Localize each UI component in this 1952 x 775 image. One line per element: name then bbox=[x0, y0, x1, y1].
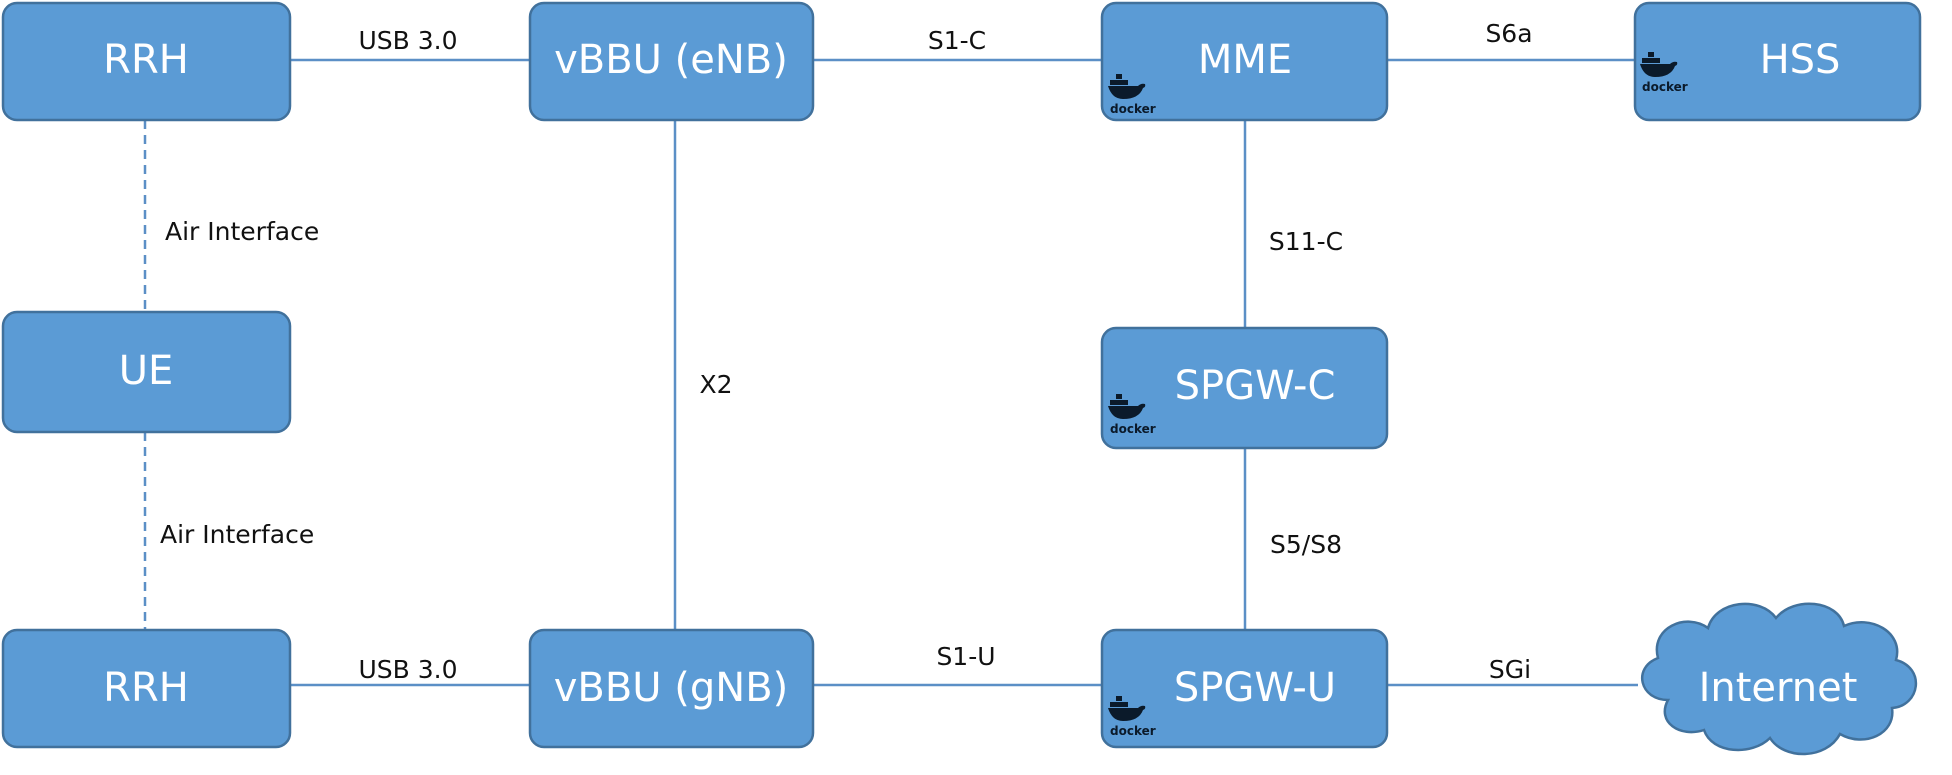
docker-logo-text: docker bbox=[1642, 80, 1688, 94]
label-x2: X2 bbox=[699, 370, 732, 399]
docker-icon: docker bbox=[1640, 52, 1688, 94]
connectors bbox=[143, 58, 1638, 687]
node-spgw-c-label: SPGW-C bbox=[1175, 363, 1336, 409]
node-rrh-bottom-label: RRH bbox=[103, 665, 189, 711]
node-mme-label: MME bbox=[1198, 37, 1292, 83]
label-s5-s8: S5/S8 bbox=[1270, 530, 1342, 559]
cloud-icon bbox=[1640, 602, 1917, 756]
node-mme[interactable]: MME docker bbox=[1100, 1, 1389, 122]
node-spgw-c[interactable]: SPGW-C docker bbox=[1100, 326, 1389, 450]
node-ue-label: UE bbox=[119, 348, 174, 394]
label-usb-bottom: USB 3.0 bbox=[358, 655, 457, 684]
node-vbbu-gnb-label: vBBU (gNB) bbox=[554, 665, 789, 711]
label-s1u: S1-U bbox=[936, 642, 995, 671]
label-air-interface-bottom: Air Interface bbox=[160, 520, 314, 549]
node-vbbu-enb[interactable]: vBBU (eNB) bbox=[528, 1, 815, 122]
label-air-interface-top: Air Interface bbox=[165, 217, 319, 246]
node-rrh-top[interactable]: RRH bbox=[1, 1, 292, 122]
node-vbbu-enb-label: vBBU (eNB) bbox=[554, 37, 788, 83]
docker-logo-text: docker bbox=[1110, 422, 1156, 436]
node-internet-label: Internet bbox=[1699, 665, 1858, 711]
node-internet-cloud[interactable]: Internet bbox=[1640, 602, 1917, 756]
edge-labels: USB 3.0 S1-C S6a Air Interface Air Inter… bbox=[160, 19, 1533, 684]
docker-icon: docker bbox=[1108, 696, 1156, 738]
node-hss[interactable]: HSS docker bbox=[1633, 1, 1922, 122]
node-hss-label: HSS bbox=[1760, 37, 1841, 83]
label-usb-top: USB 3.0 bbox=[358, 26, 457, 55]
node-rrh-top-label: RRH bbox=[103, 37, 189, 83]
docker-icon: docker bbox=[1108, 394, 1156, 436]
docker-logo-text: docker bbox=[1110, 724, 1156, 738]
node-rrh-bottom[interactable]: RRH bbox=[1, 628, 292, 749]
docker-logo-text: docker bbox=[1110, 102, 1156, 116]
node-vbbu-gnb[interactable]: vBBU (gNB) bbox=[528, 628, 815, 749]
label-sgi: SGi bbox=[1489, 655, 1531, 684]
node-spgw-u[interactable]: SPGW-U docker bbox=[1100, 628, 1389, 749]
docker-icon: docker bbox=[1108, 74, 1156, 116]
label-s6a: S6a bbox=[1485, 19, 1532, 48]
label-s1c: S1-C bbox=[928, 26, 986, 55]
label-s11c: S11-C bbox=[1269, 227, 1343, 256]
node-ue[interactable]: UE bbox=[1, 310, 292, 434]
node-spgw-u-label: SPGW-U bbox=[1174, 665, 1336, 711]
